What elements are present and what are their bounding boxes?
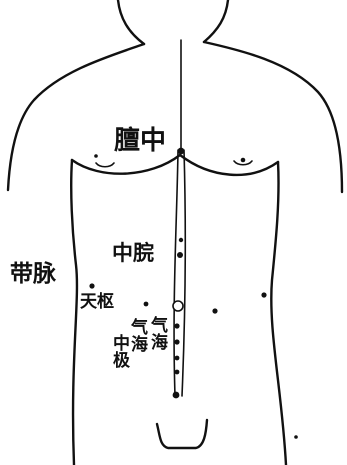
ren-meridian-line-lower-right: [182, 150, 185, 396]
neck-right-outline: [204, 0, 228, 42]
midline-point-240: [179, 238, 183, 242]
pubic-mark: [157, 420, 207, 448]
right-shoulder-outline: [204, 42, 342, 192]
label-zhongji: 中极: [110, 334, 127, 368]
tianshu-point-left: [144, 302, 149, 307]
torso-right-outline: [271, 162, 286, 465]
tianshu-point-right: [212, 308, 217, 313]
navel: [173, 301, 183, 311]
guanyuan-point: [174, 339, 179, 344]
zhongji-point: [173, 392, 180, 399]
neck-left-outline: [118, 0, 144, 44]
label-qihai-left: 气海: [128, 318, 145, 352]
label-daimai: 带脉: [10, 262, 56, 285]
midline-point-372: [175, 370, 180, 375]
qihai-point: [174, 323, 179, 328]
midline-point-358: [175, 356, 180, 361]
left-nipple-dot: [94, 154, 98, 158]
label-tanzhong: 膻中: [114, 128, 166, 154]
tanzhong-point: [178, 148, 185, 155]
torso-left-outline: [71, 160, 77, 465]
left-shoulder-outline: [8, 44, 144, 190]
label-zhongwan: 中脘: [112, 242, 154, 263]
label-qihai: 气海: [148, 316, 165, 350]
zhongwan-point: [177, 252, 183, 258]
lower-right-dot: [294, 435, 298, 439]
right-nipple-dot: [241, 158, 246, 163]
label-tianshu: 天枢: [80, 294, 114, 311]
left-nipple: [96, 163, 114, 167]
daimai-point: [89, 283, 94, 288]
lateral-point-right: [261, 292, 266, 297]
